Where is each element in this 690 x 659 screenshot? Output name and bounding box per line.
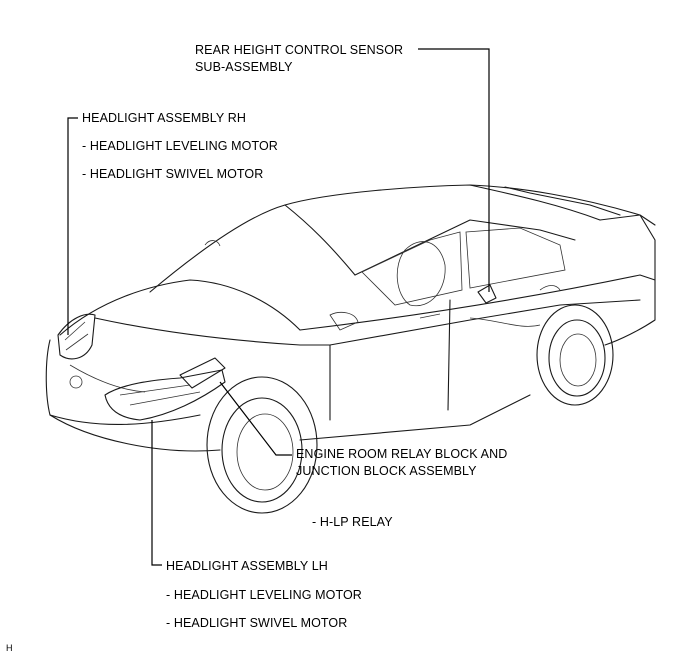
rear-sensor-label-line1: REAR HEIGHT CONTROL SENSOR [195, 43, 404, 57]
headlight-lh-label: HEADLIGHT ASSEMBLY LH [166, 559, 328, 573]
rh-leveling-motor-label: - HEADLIGHT LEVELING MOTOR [82, 139, 278, 153]
lh-swivel-motor-label: - HEADLIGHT SWIVEL MOTOR [166, 616, 348, 630]
headlight-rh-label: HEADLIGHT ASSEMBLY RH [82, 111, 246, 125]
leader-rear-sensor [418, 48, 490, 292]
rear-sensor-label-line2: SUB-ASSEMBLY [195, 60, 293, 74]
leader-engine-room [219, 381, 292, 456]
engine-room-label-line1: ENGINE ROOM RELAY BLOCK AND [296, 447, 508, 461]
lh-leveling-motor-label: - HEADLIGHT LEVELING MOTOR [166, 588, 362, 602]
hlp-relay-label: - H-LP RELAY [312, 515, 393, 529]
figure-code: H [6, 643, 13, 653]
rh-swivel-motor-label: - HEADLIGHT SWIVEL MOTOR [82, 167, 264, 181]
engine-room-label-line2: JUNCTION BLOCK ASSEMBLY [296, 464, 477, 478]
leader-headlight-lh [151, 420, 162, 566]
leader-headlight-rh [67, 117, 78, 335]
car-illustration [45, 184, 656, 514]
